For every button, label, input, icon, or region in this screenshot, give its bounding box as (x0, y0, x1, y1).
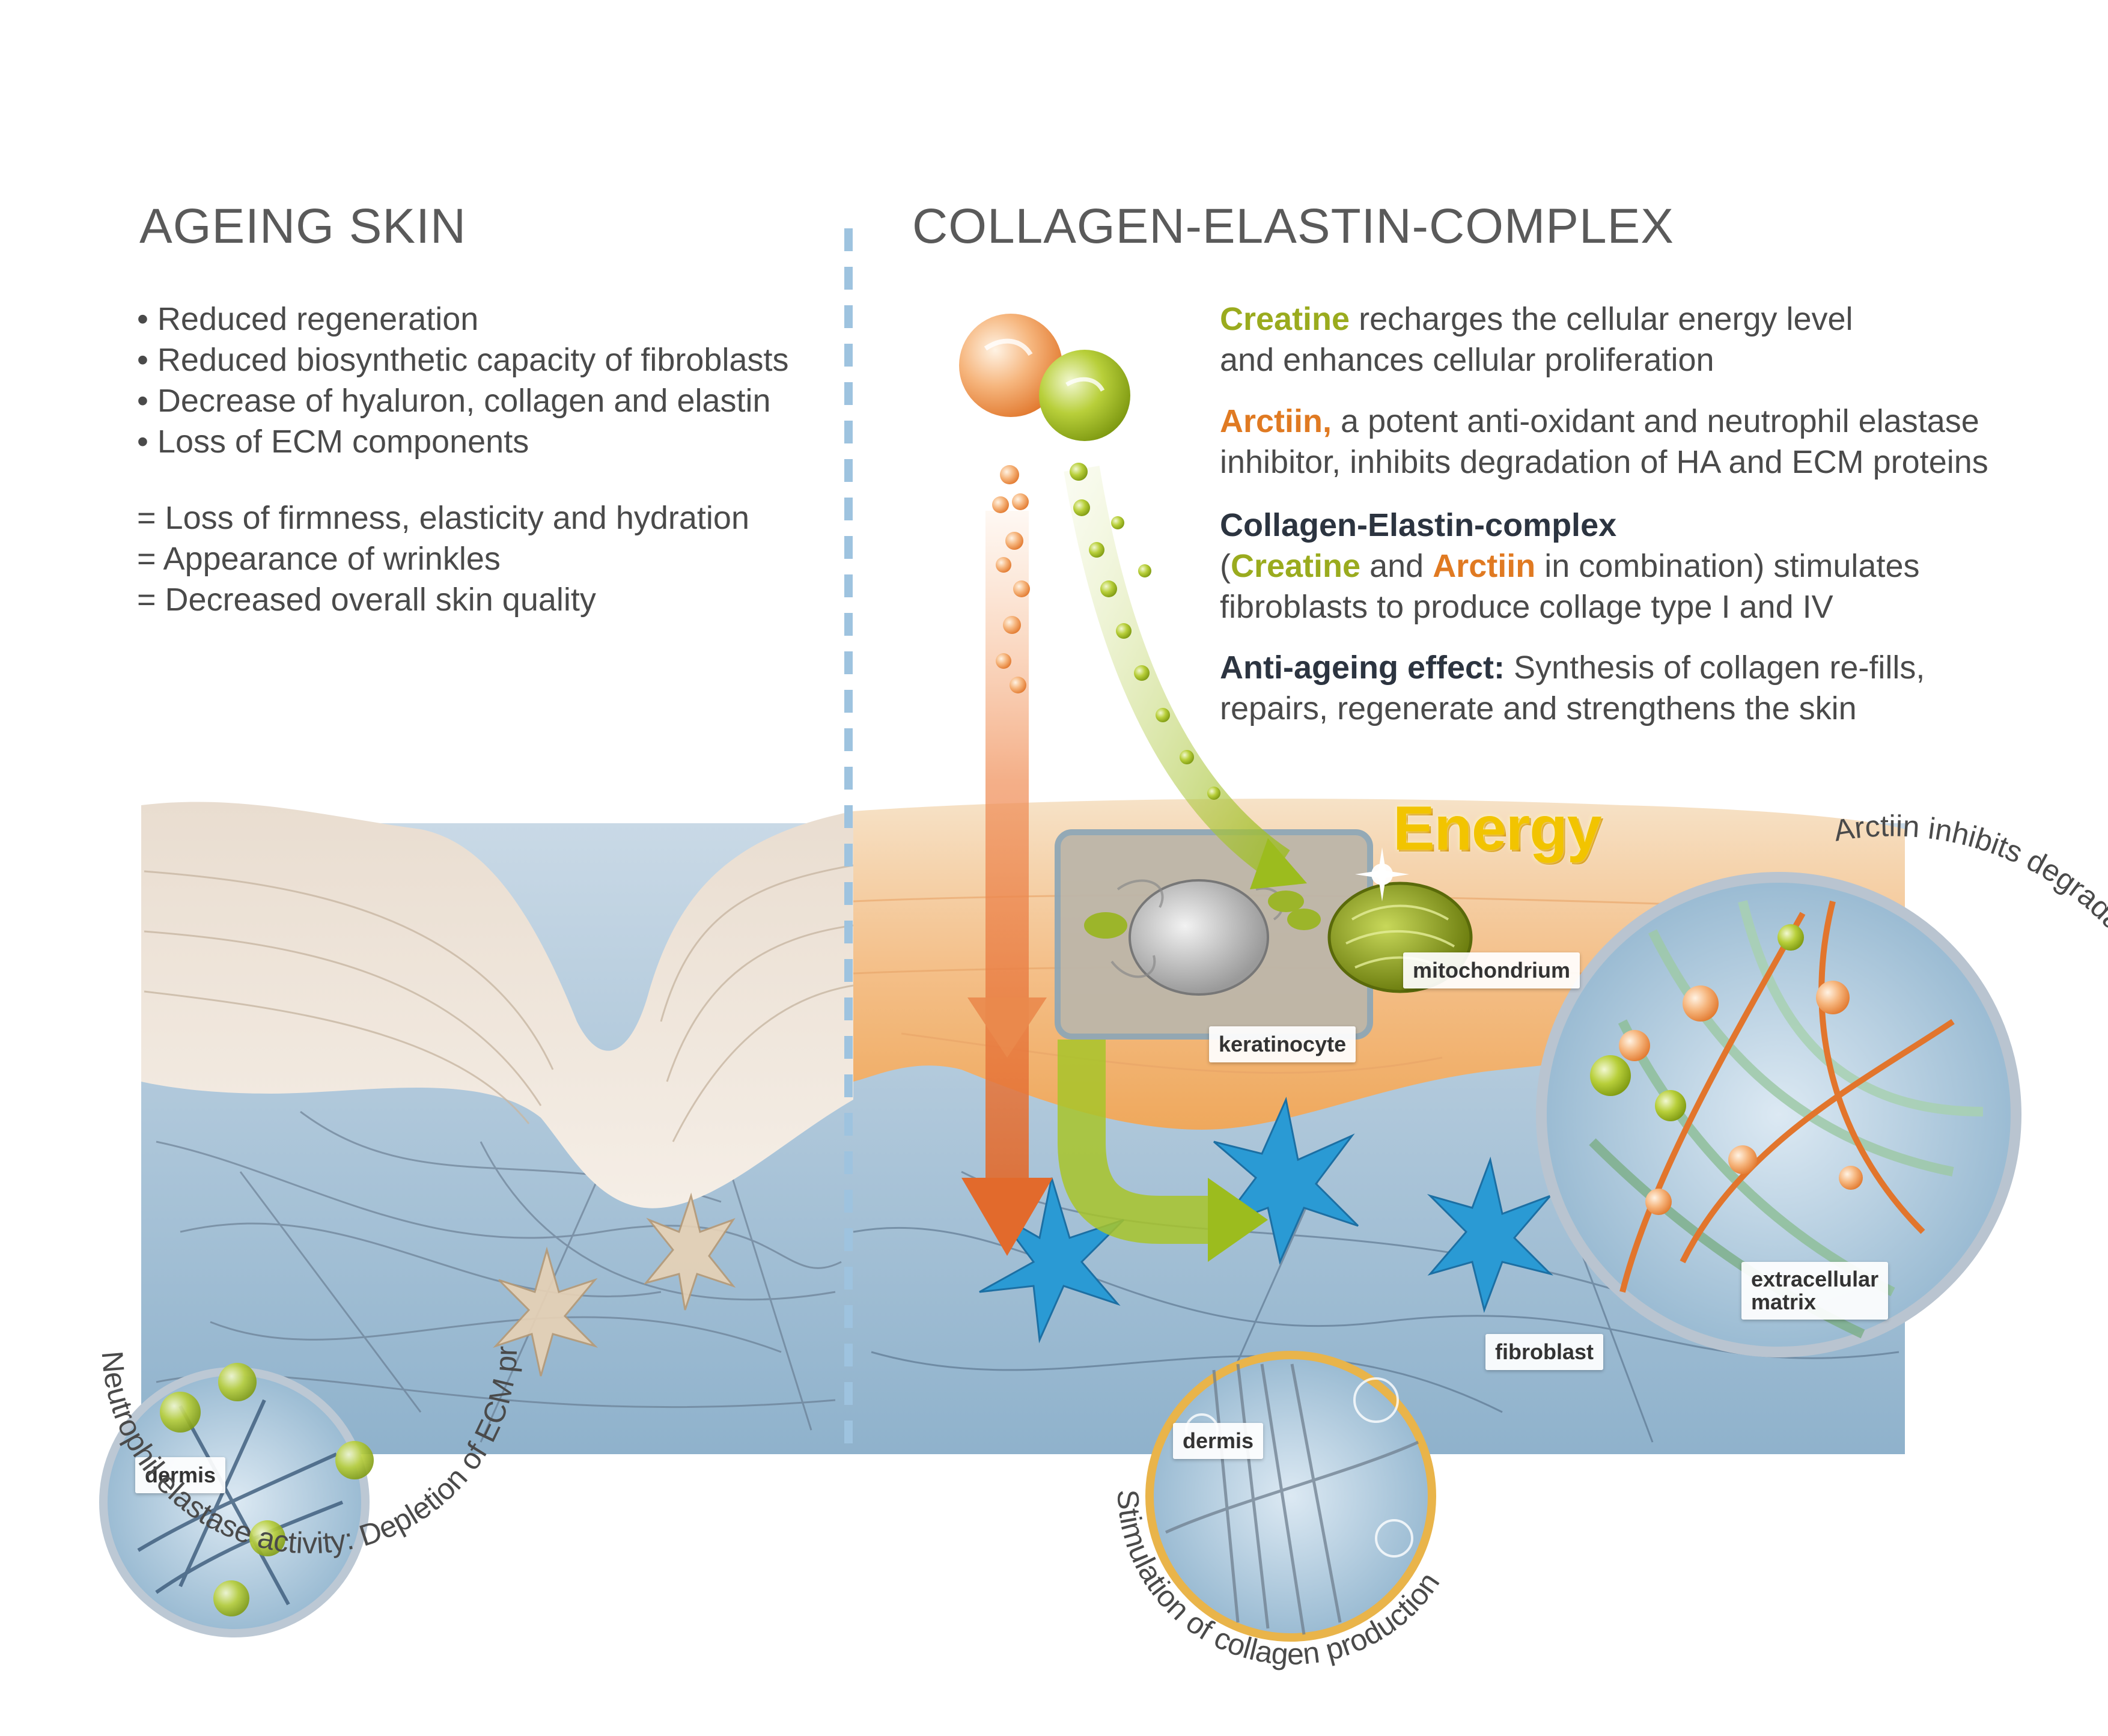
antiageing-line2: repairs, regenerate and strengthens the … (1220, 690, 1857, 726)
complex-rest: in combination) stimulates (1535, 548, 1920, 584)
creatine-line2: and enhances cellular proliferation (1220, 342, 1714, 378)
left-title: AGEING SKIN (139, 199, 467, 254)
complex-and: and (1360, 548, 1433, 584)
dermis-left-label: dermis (135, 1457, 226, 1493)
left-circle-caption: Neutrophil elastase activity: Depletion … (0, 0, 523, 1560)
antiageing-line1: Synthesis of collagen re-fills, (1505, 650, 1925, 686)
arctiin-line1: a potent anti-oxidant and neutrophil ela… (1332, 403, 1979, 439)
right-title: COLLAGEN-ELASTIN-COMPLEX (912, 199, 1674, 254)
antiageing-paragraph: Anti-ageing effect: Synthesis of collage… (1220, 647, 1925, 729)
energy-label: Energy (1393, 794, 1602, 863)
complex-line3: fibroblasts to produce collage type I an… (1220, 589, 1833, 625)
creatine-paragraph: Creatine recharges the cellular energy l… (1220, 299, 1853, 380)
bullet-item: • Reduced regeneration (137, 301, 479, 337)
arctiin-line2: inhibitor, inhibits degradation of HA an… (1220, 444, 1988, 480)
result-item: = Appearance of wrinkles (137, 541, 501, 577)
ageing-result-list: = Loss of firmness, elasticity and hydra… (137, 498, 749, 620)
dermis-center-label: dermis (1173, 1423, 1264, 1459)
right-circle-caption: Arctiin inhibits degradation of ECM prot… (1832, 809, 2108, 1189)
keratinocyte-label: keratinocyte (1209, 1026, 1356, 1062)
arctiin-paragraph: Arctiin, a potent anti-oxidant and neutr… (1220, 401, 1988, 483)
bullet-item: • Decrease of hyaluron, collagen and ela… (137, 383, 771, 419)
arctiin-term: Arctiin, (1220, 403, 1332, 439)
left-circle-caption-path: Neutrophil elastase activity: Depletion … (0, 0, 523, 1560)
ageing-bullet-list: • Reduced regeneration • Reduced biosynt… (137, 299, 788, 462)
extracellular-matrix-line1: extracellular (1751, 1267, 1879, 1291)
center-circle-caption-path: Stimulation of collagen production (1111, 1488, 1446, 1671)
complex-open: ( (1220, 548, 1231, 584)
complex-arctiin: Arctiin (1433, 548, 1536, 584)
fibroblast-label: fibroblast (1485, 1334, 1604, 1370)
creatine-term: Creatine (1220, 301, 1350, 337)
right-circle-caption-path: Arctiin inhibits degradation of ECM prot… (1832, 809, 2108, 1189)
center-circle-caption: Stimulation of collagen production (1111, 1488, 1446, 1671)
antiageing-term: Anti-ageing effect: (1220, 650, 1505, 686)
result-item: = Loss of firmness, elasticity and hydra… (137, 500, 749, 536)
extracellular-matrix-label: extracellular matrix (1741, 1262, 1889, 1320)
creatine-line1: recharges the cellular energy level (1350, 301, 1853, 337)
extracellular-matrix-line2: matrix (1751, 1290, 1817, 1314)
complex-paragraph: Collagen-Elastin-complex (Creatine and A… (1220, 505, 1920, 627)
mitochondrium-label: mitochondrium (1403, 952, 1580, 988)
bullet-item: • Loss of ECM components (137, 424, 529, 460)
complex-heading: Collagen-Elastin-complex (1220, 507, 1617, 543)
complex-creatine: Creatine (1230, 548, 1361, 584)
result-item: = Decreased overall skin quality (137, 582, 596, 618)
bullet-item: • Reduced biosynthetic capacity of fibro… (137, 342, 789, 378)
